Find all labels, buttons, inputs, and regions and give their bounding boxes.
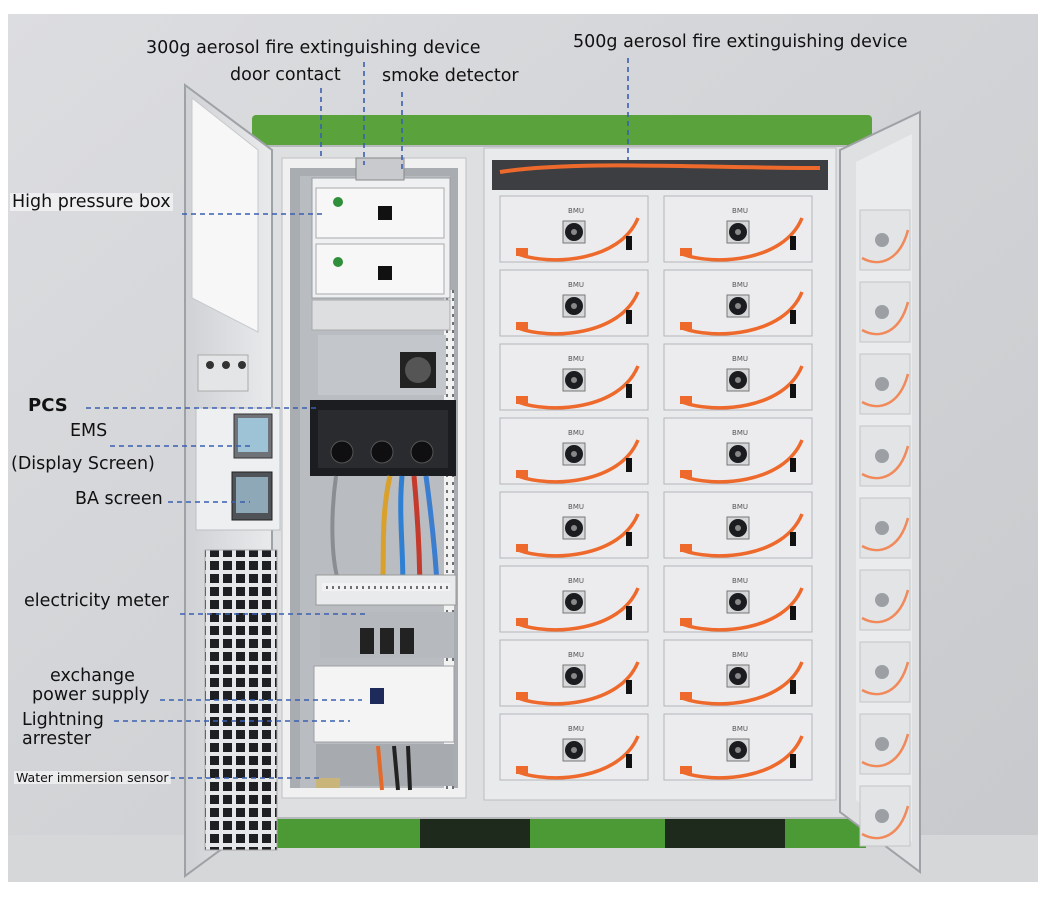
fan-icon <box>562 590 586 614</box>
label-300g-aerosol: 300g aerosol fire extinguishing device <box>146 38 481 58</box>
fan-icon <box>726 590 750 614</box>
label-ba-screen: BA screen <box>75 489 163 509</box>
smoke-detector-device <box>355 157 405 181</box>
water-sensor-device <box>316 778 340 788</box>
battery-module: BMU <box>663 269 813 337</box>
battery-module: BMU <box>499 565 649 633</box>
bmu-label: BMU <box>732 281 748 289</box>
label-ems-line2: (Display Screen) <box>11 454 155 474</box>
bmu-label: BMU <box>732 725 748 733</box>
label-pcs: PCS <box>28 395 68 416</box>
leader-lines <box>86 58 629 779</box>
bmu-label: BMU <box>732 429 748 437</box>
label-smoke-detector: smoke detector <box>382 66 519 86</box>
fan-icon <box>562 442 586 466</box>
battery-module: BMU <box>499 195 649 263</box>
fan-icon <box>562 368 586 392</box>
battery-module: BMU <box>499 491 649 559</box>
right-door-reflection <box>859 209 911 847</box>
green-roof <box>252 115 872 153</box>
battery-module: BMU <box>663 343 813 411</box>
bmu-label: BMU <box>568 429 584 437</box>
bmu-label: BMU <box>568 355 584 363</box>
bmu-label: BMU <box>732 651 748 659</box>
fan-icon <box>726 738 750 762</box>
label-500g-aerosol: 500g aerosol fire extinguishing device <box>573 32 908 52</box>
battery-module: BMU <box>663 713 813 781</box>
label-door-contact: door contact <box>230 65 341 85</box>
bmu-label: BMU <box>568 725 584 733</box>
label-exchange-line1: exchange <box>50 666 135 686</box>
label-exchange-line2: power supply <box>32 685 150 705</box>
fan-icon <box>562 738 586 762</box>
label-lightning-line2: arrester <box>22 729 92 749</box>
bmu-label: BMU <box>732 355 748 363</box>
fan-icon <box>562 294 586 318</box>
label-electricity-meter: electricity meter <box>24 591 169 611</box>
label-ems-line1: EMS <box>70 421 108 441</box>
battery-modules: BMU BMU BMU BMU BMU BMU BMU BMU BMU BMU BMU BMU BMU B… <box>499 195 813 781</box>
label-water-sensor: Water immersion sensor <box>14 770 171 785</box>
bmu-label: BMU <box>732 503 748 511</box>
battery-module: BMU <box>499 417 649 485</box>
fan-icon <box>562 516 586 540</box>
battery-module: BMU <box>499 713 649 781</box>
bmu-label: BMU <box>732 577 748 585</box>
battery-module: BMU <box>663 639 813 707</box>
bmu-label: BMU <box>568 577 584 585</box>
fan-icon <box>726 664 750 688</box>
bmu-label: BMU <box>568 281 584 289</box>
fan-icon <box>726 220 750 244</box>
bmu-label: BMU <box>568 503 584 511</box>
battery-module: BMU <box>663 417 813 485</box>
door-upper-panel <box>191 96 259 333</box>
battery-module: BMU <box>499 343 649 411</box>
label-lightning-line1: Lightning <box>22 710 104 730</box>
battery-module: BMU <box>499 269 649 337</box>
label-high-pressure-box: High pressure box <box>10 192 173 212</box>
battery-module: BMU <box>663 565 813 633</box>
din-rail <box>444 290 454 790</box>
fan-icon <box>726 368 750 392</box>
bmu-label: BMU <box>568 651 584 659</box>
fan-icon <box>562 664 586 688</box>
battery-module: BMU <box>663 195 813 263</box>
battery-module: BMU <box>663 491 813 559</box>
bmu-label: BMU <box>568 207 584 215</box>
bmu-label: BMU <box>732 207 748 215</box>
fan-icon <box>726 516 750 540</box>
fan-icon <box>726 442 750 466</box>
fan-icon <box>562 220 586 244</box>
fan-icon <box>726 294 750 318</box>
battery-module: BMU <box>499 639 649 707</box>
